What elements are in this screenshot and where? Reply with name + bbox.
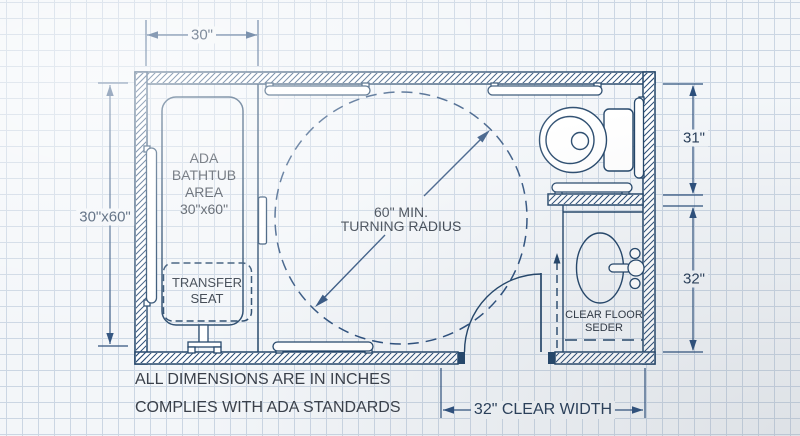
wall-mounted-fixture bbox=[257, 196, 268, 245]
grab-bar-top-left bbox=[264, 82, 371, 96]
grab-bar-below-toilet bbox=[551, 182, 633, 195]
bathtub-label: ADA BATHTUB AREA 30"x60" bbox=[171, 150, 237, 217]
dimension-right-lower: 32" bbox=[679, 270, 709, 288]
tub-grab-bar-vertical bbox=[143, 145, 158, 307]
sink-faucet bbox=[608, 247, 645, 290]
note-ada-standards: COMPLIES WITH ADA STANDARDS bbox=[135, 399, 401, 416]
door-arc bbox=[463, 273, 542, 353]
toilet-tank bbox=[603, 108, 634, 172]
grab-bar-top-right bbox=[487, 82, 603, 96]
turning-radius-label: 60" MIN. TURNING RADIUS bbox=[340, 204, 462, 234]
clear-floor-label: CLEAR FLOOR SEDER bbox=[565, 309, 643, 334]
door-swing bbox=[463, 273, 542, 353]
dimension-right-upper: 31" bbox=[679, 129, 709, 147]
dimension-left-height: 30"x60" bbox=[76, 208, 134, 226]
toilet bbox=[538, 106, 634, 174]
grab-bar-toilet-side bbox=[633, 96, 645, 179]
door-jambs bbox=[458, 352, 555, 364]
transfer-seat-label: TRANSFER SEAT bbox=[171, 275, 243, 306]
dimension-door-clear-width: 32" CLEAR WIDTH bbox=[470, 401, 616, 419]
grab-bar-bottom bbox=[272, 341, 374, 354]
tub-faucet bbox=[187, 324, 222, 354]
dimension-top-width: 30" bbox=[187, 26, 217, 44]
note-dimensions-in-inches: ALL DIMENSIONS ARE IN INCHES bbox=[135, 371, 391, 388]
